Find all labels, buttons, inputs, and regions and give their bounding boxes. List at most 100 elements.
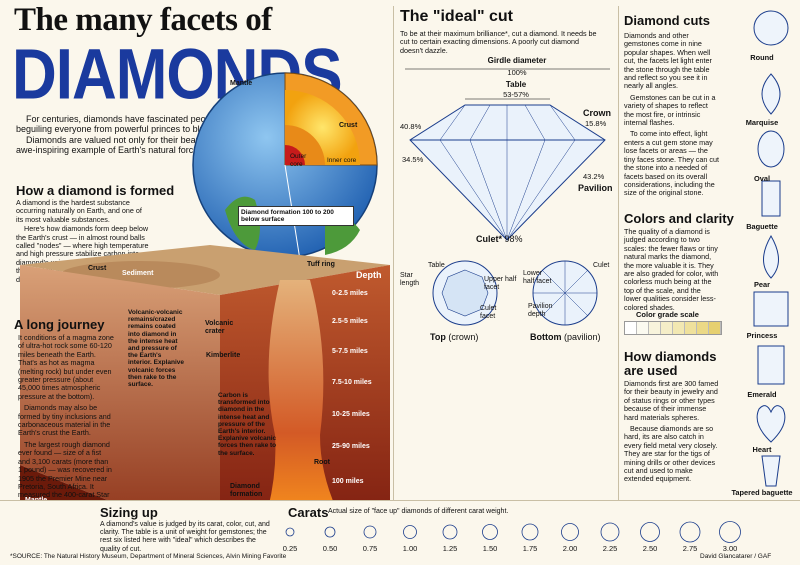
section-depth-label: Depth	[356, 270, 382, 280]
shape-oval: Oval	[753, 174, 771, 183]
depth-scale: 0-2.5 miles 2.5-5 miles 5-7.5 miles 7.5-…	[332, 290, 382, 473]
used-text: Diamonds first are 300 famed for their b…	[624, 379, 719, 484]
color-swatch	[685, 322, 697, 334]
depth-2: 5-7.5 miles	[332, 348, 368, 355]
carat-value: 1.75	[522, 544, 538, 553]
section-tuff-ring-label: Tuff ring	[307, 261, 335, 268]
journey-text: It conditions of a magma zone of ultra-h…	[18, 333, 114, 508]
section-crust-label: Crust	[88, 265, 107, 272]
carat-value: 3.00	[722, 544, 738, 553]
footer-credit: David Glancatarer / GAF	[700, 553, 772, 560]
pavilion-pct: 43.2%	[583, 172, 605, 181]
diamond-cuts-heading: Diamond cuts	[624, 13, 710, 28]
carat-value: 0.25	[282, 544, 298, 553]
pct-345: 34.5%	[402, 155, 424, 164]
earth-crust-label: Crust	[339, 122, 358, 129]
column-divider-2	[618, 6, 619, 500]
carat-diamonds	[285, 521, 741, 543]
used-p1: Diamonds first are 300 famed for their b…	[624, 379, 719, 422]
carats-caption: Actual size of "face up" diamonds of dif…	[328, 508, 509, 515]
culet-label: Culet*	[476, 234, 503, 244]
used-p2: Because diamonds are so hard, its are al…	[624, 424, 718, 484]
colors-text: The quality of a diamond is judged accor…	[624, 227, 719, 312]
shape-princess: Princess	[746, 331, 778, 340]
bottom-caption-sub: (pavilion)	[564, 332, 601, 342]
top-label-upper-half: Upper half facet	[484, 276, 517, 292]
earth-inner-core-label: Inner core	[327, 157, 357, 164]
diamond-profile-diagram	[405, 68, 610, 241]
diamond-formation-label: Diamond formation	[230, 483, 263, 499]
intro-p1: For centuries, diamonds have fascinated …	[16, 114, 311, 135]
ideal-cut-intro: To be at their maximum brilliance*, cut …	[400, 29, 597, 55]
depth-1: 2.5-5 miles	[332, 318, 368, 325]
shape-marquise: Marquise	[745, 118, 779, 127]
depth-0: 0-2.5 miles	[332, 290, 368, 297]
color-swatch	[649, 322, 661, 334]
carat-value: 1.00	[402, 544, 418, 553]
top-label-culet-facet: Culet facet	[480, 305, 497, 321]
carat-value: 2.25	[602, 544, 618, 553]
bottom-label-lower-half: Lower half facet	[523, 270, 552, 286]
column-divider	[393, 6, 394, 500]
table-pct: 53-57%	[503, 90, 529, 99]
journey-p3: The largest rough diamond ever found — s…	[18, 439, 112, 507]
cuts-p2: Gemstones can be cut in a variety of sha…	[624, 92, 716, 128]
color-scale-label: Color grade scale	[636, 310, 699, 319]
color-swatch	[637, 322, 649, 334]
culet-caption: Culet* 98%	[476, 234, 523, 244]
carat-values: 0.25 0.50 0.75 1.00 1.25 1.50 1.75 2.00 …	[270, 544, 790, 553]
used-heading: How diamonds are used	[624, 349, 717, 378]
girdle-label: Girdle diameter	[487, 56, 547, 65]
shape-tapered-baguette: Tapered baguette	[731, 488, 793, 497]
sizing-panel	[0, 500, 800, 551]
sizing-heading: Sizing up	[100, 505, 158, 520]
volcanic-crater-label: Volcanic crater	[205, 320, 234, 336]
shape-emerald: Emerald	[747, 390, 777, 399]
carat-row	[265, 519, 785, 557]
earth-formation-note: Diamond formation 100 to 200 below surfa…	[238, 206, 354, 227]
color-scale	[624, 321, 722, 335]
table-label: Table	[505, 80, 527, 89]
bottom-label-culet: Culet	[593, 262, 610, 269]
shape-pear: Pear	[753, 280, 771, 289]
shape-baguette: Baguette	[746, 222, 778, 231]
carat-value: 0.75	[362, 544, 378, 553]
crown-label: Crown	[583, 108, 611, 118]
carat-value: 2.00	[562, 544, 578, 553]
color-swatch	[673, 322, 685, 334]
carat-value: 2.50	[642, 544, 658, 553]
crown-pct: 15.8%	[585, 119, 607, 128]
bottom-label-pavilion-depth: Pavilion depth	[528, 303, 553, 319]
depth-3: 7.5-10 miles	[332, 379, 372, 386]
carat-value: 2.75	[682, 544, 698, 553]
pct-408: 40.8%	[400, 122, 422, 131]
carat-value: 1.50	[482, 544, 498, 553]
top-caption-sub: (crown)	[448, 332, 479, 342]
footer-source: *SOURCE: The Natural History Museum, Dep…	[10, 553, 287, 560]
carbon-note: Carbon is transformed into diamond in th…	[218, 392, 277, 457]
top-label-star: Star length	[400, 272, 420, 288]
title-line1: The many facets of	[14, 2, 272, 38]
depth-5: 25-90 miles	[332, 443, 370, 450]
carat-value: 1.25	[442, 544, 458, 553]
cuts-p1: Diamonds and other gemstones come in nin…	[624, 31, 712, 91]
kimberlite-label: Kimberlite	[206, 352, 241, 359]
carat-value: 0.50	[322, 544, 338, 553]
color-swatch	[697, 322, 709, 334]
top-view-diagram	[432, 260, 498, 326]
earth-mantle-label: Mantle	[230, 80, 253, 87]
girdle-pct: 100%	[507, 68, 527, 77]
top-label-table: Table	[428, 262, 445, 269]
ideal-cut-heading: The "ideal" cut	[400, 8, 513, 25]
journey-p2: Diamonds may also be formed by tiny incl…	[18, 403, 111, 438]
depth-4: 10-25 miles	[332, 411, 370, 418]
bottom-view-diagram	[532, 260, 598, 326]
earth-outer-core-label: Outer core	[290, 153, 307, 169]
intro-text: For centuries, diamonds have fascinated …	[16, 114, 341, 156]
color-swatch	[709, 322, 721, 334]
shapes-column	[753, 10, 789, 487]
bottom-caption-bold: Bottom	[530, 332, 562, 342]
cuts-p3: To come into effect, light enters a cut …	[624, 129, 719, 198]
root-label: Root	[314, 459, 330, 466]
color-swatch	[661, 322, 673, 334]
